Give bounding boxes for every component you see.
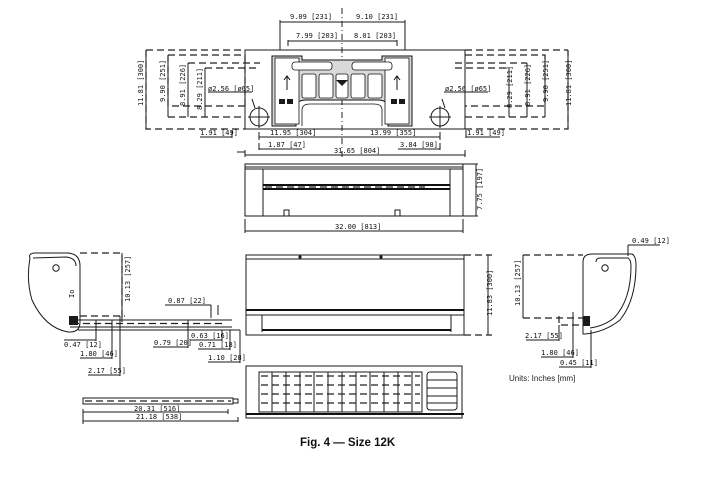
dim-0-63: 0.63 [16] bbox=[191, 332, 229, 340]
dim-1-80-left: 1.80 [46] bbox=[80, 350, 118, 358]
hole-left-label: ø2.56 [ø65] bbox=[208, 85, 254, 93]
left-side-view: Io 10.13 [257] 0.47 [12] 1.80 [46] 2.17 … bbox=[27, 252, 246, 376]
mounting-plate-view: 9.09 [231] 9.10 [231] 7.99 [203] 8.01 [2… bbox=[137, 8, 573, 158]
dim-8-29-left: 8.29 [211] bbox=[196, 68, 204, 110]
dim-8-91-right: 8.91 [226] bbox=[524, 64, 532, 106]
dim-8-29-right: 8.29 [211] bbox=[506, 66, 514, 108]
dim-8-01: 8.01 [203] bbox=[354, 32, 396, 40]
bottom-view bbox=[245, 365, 464, 419]
dim-11-95: 11.95 [304] bbox=[270, 129, 316, 137]
figure-caption: Fig. 4 — Size 12K bbox=[300, 437, 396, 449]
dim-32-00: 32.00 [813] bbox=[335, 223, 381, 231]
dim-0-87: 0.87 [22] bbox=[168, 297, 206, 305]
right-side-view: 10.13 [257] 0.49 [12] 2.17 [55] 1.80 [46… bbox=[509, 237, 670, 383]
hole-right-label: ø2.56 [ø65] bbox=[445, 85, 491, 93]
dim-11-81-left: 11.81 [300] bbox=[137, 60, 145, 106]
dim-2-17-left: 2.17 [55] bbox=[88, 367, 126, 375]
refrigerant-pipes bbox=[70, 319, 240, 331]
pipe-length-view: 20.31 [516] 21.18 [538] bbox=[82, 397, 239, 424]
dim-11-83: 11.83 [300] bbox=[486, 270, 494, 316]
dim-9-09: 9.09 [231] bbox=[290, 13, 332, 21]
dim-9-90-right: 9.90 [251] bbox=[542, 60, 550, 102]
pipe-hole-left bbox=[208, 91, 270, 128]
dim-13-99: 13.99 [355] bbox=[370, 129, 416, 137]
dim-7-75: 7.75 [197] bbox=[476, 168, 484, 210]
dim-31-65: 31.65 [804] bbox=[334, 147, 380, 155]
dim-9-10: 9.10 [231] bbox=[356, 13, 398, 21]
dim-10-13-right: 10.13 [257] bbox=[514, 260, 522, 306]
top-view: 7.75 [197] 32.00 [813] bbox=[244, 163, 484, 233]
dim-1-91-right: 1.91 [49] bbox=[467, 129, 505, 137]
dim-0-49: 0.49 [12] bbox=[632, 237, 670, 245]
io-mark: Io bbox=[68, 290, 76, 298]
dim-1-10: 1.10 [28] bbox=[208, 354, 246, 362]
dim-1-91-left: 1.91 [49] bbox=[200, 129, 238, 137]
dim-3-84: 3.84 [98] bbox=[400, 141, 438, 149]
dim-0-71: 0.71 [18] bbox=[199, 341, 237, 349]
dim-10-13-left: 10.13 [257] bbox=[124, 256, 132, 302]
dim-9-90-left: 9.90 [251] bbox=[159, 60, 167, 102]
dim-1-87: 1.87 [47] bbox=[268, 141, 306, 149]
dim-2-17-right: 2.17 [55] bbox=[525, 332, 563, 340]
dim-11-81-right: 11.81 [300] bbox=[565, 60, 573, 106]
dim-0-45: 0.45 [11] bbox=[560, 359, 598, 367]
mounting-plate bbox=[271, 55, 413, 127]
dim-0-47: 0.47 [12] bbox=[64, 341, 102, 349]
dim-20-31: 20.31 [516] bbox=[134, 405, 180, 413]
dim-8-91-left: 8.91 [226] bbox=[179, 64, 187, 106]
front-view: 11.83 [300] bbox=[245, 254, 494, 336]
pipe-hole-right bbox=[429, 91, 488, 128]
units-note: Units: Inches [mm] bbox=[509, 374, 575, 383]
dim-1-80-right: 1.80 [46] bbox=[541, 349, 579, 357]
dim-0-79: 0.79 [20] bbox=[154, 339, 192, 347]
dim-7-99: 7.99 [203] bbox=[296, 32, 338, 40]
dim-21-18: 21.18 [538] bbox=[136, 413, 182, 421]
